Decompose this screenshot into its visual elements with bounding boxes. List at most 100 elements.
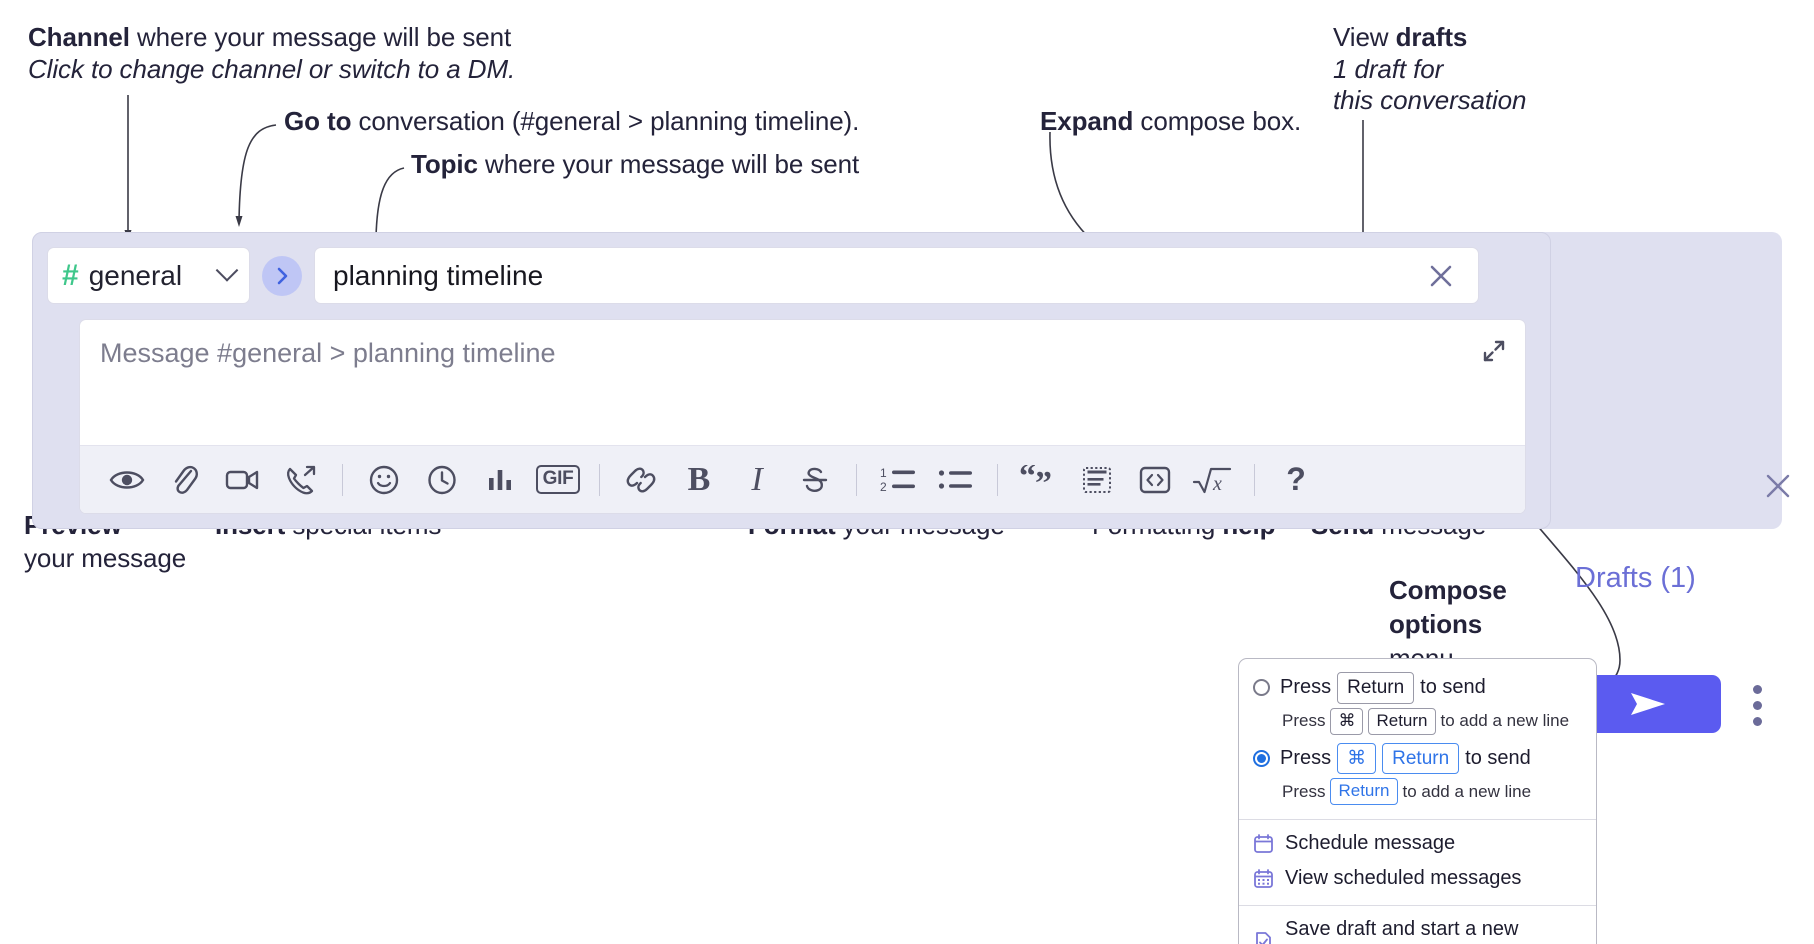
radio-label: Press ⌘ Return to send xyxy=(1280,742,1531,775)
help-icon: ? xyxy=(1286,461,1306,497)
key-return: Return xyxy=(1337,672,1415,704)
close-panel-button[interactable] xyxy=(1760,468,1796,504)
kebab-dot xyxy=(1752,684,1762,694)
hash-icon: # xyxy=(62,258,79,292)
chevron-down-icon xyxy=(215,258,239,282)
topic-input[interactable]: planning timeline xyxy=(314,247,1479,304)
svg-text:2: 2 xyxy=(880,480,887,494)
attachment-icon xyxy=(174,465,198,494)
compose-options-button[interactable] xyxy=(1745,680,1769,730)
code-icon xyxy=(1139,466,1171,493)
video-clip-button[interactable] xyxy=(214,454,272,506)
message-input-box[interactable]: Message #general > planning timeline xyxy=(79,319,1526,514)
annotation-compose-options-1: Compose xyxy=(1389,575,1507,605)
formatting-toolbar: GIF B I xyxy=(80,445,1525,513)
menu-item-label: Schedule message xyxy=(1285,832,1456,855)
blockquote-button[interactable]: “ ” xyxy=(1010,454,1068,506)
subtext-post: to add a new line xyxy=(1402,781,1532,801)
strikethrough-button[interactable] xyxy=(786,454,844,506)
key-return: Return xyxy=(1368,707,1436,735)
gif-icon: GIF xyxy=(535,465,581,494)
expand-arrows-icon xyxy=(1483,340,1505,362)
menu-item-schedule-message[interactable]: Schedule message xyxy=(1239,826,1596,861)
subtext-pre: Press xyxy=(1282,781,1326,801)
menu-item-save-draft[interactable]: Save draft and start a new message xyxy=(1239,912,1596,944)
menu-subtext-2: Press Return to add a new line xyxy=(1239,777,1596,810)
toolbar-divider xyxy=(342,463,343,496)
calendar-schedule-icon xyxy=(1254,834,1273,854)
close-icon xyxy=(1766,474,1790,498)
annotation-topic: Topic where your message will be sent xyxy=(411,149,860,179)
menu-radio-return-to-send[interactable]: Press Return to send xyxy=(1239,669,1596,707)
radio-label: Press Return to send xyxy=(1280,672,1486,704)
toolbar-divider xyxy=(599,463,600,496)
gif-button[interactable]: GIF xyxy=(529,454,587,506)
menu-divider xyxy=(1239,905,1596,907)
preview-button[interactable] xyxy=(98,454,156,506)
bold-icon: B xyxy=(687,460,711,498)
math-button[interactable]: x xyxy=(1184,454,1242,506)
kebab-dot xyxy=(1752,716,1762,726)
link-button[interactable] xyxy=(612,454,670,506)
audio-clip-button[interactable] xyxy=(272,454,330,506)
clock-icon xyxy=(428,465,456,494)
annotation-preview-sub: your message xyxy=(24,543,187,573)
poll-icon xyxy=(489,469,511,490)
channel-name: general xyxy=(88,259,183,291)
annotation-goto: Go to conversation (#general > planning … xyxy=(284,106,860,136)
svg-text:”: ” xyxy=(1035,465,1052,495)
formatting-help-button[interactable]: ? xyxy=(1267,454,1325,506)
bold-button[interactable]: B xyxy=(670,454,728,506)
menu-item-label: Save draft and start a new message xyxy=(1285,918,1519,944)
italic-button[interactable]: I xyxy=(728,454,786,506)
key-return: Return xyxy=(1330,778,1398,806)
emoji-button[interactable] xyxy=(355,454,413,506)
menu-radio-cmd-return-to-send[interactable]: Press ⌘ Return to send xyxy=(1239,740,1596,778)
audio-call-icon xyxy=(286,465,316,494)
bulleted-list-icon xyxy=(938,469,972,489)
drafts-link[interactable]: Drafts (1) xyxy=(1575,562,1696,594)
blockquote-icon: “ ” xyxy=(1019,465,1052,495)
toolbar-divider xyxy=(1254,463,1255,496)
math-icon: x xyxy=(1192,467,1232,495)
video-icon xyxy=(225,470,259,489)
paper-plane-icon xyxy=(1631,693,1665,715)
radio-label-pre: Press xyxy=(1280,746,1332,769)
send-button[interactable] xyxy=(1573,675,1721,733)
poll-button[interactable] xyxy=(471,454,529,506)
code-block-icon xyxy=(1083,466,1111,493)
italic-icon: I xyxy=(751,460,763,498)
bulleted-list-button[interactable] xyxy=(927,454,985,506)
svg-text:“: “ xyxy=(1019,465,1036,495)
chevron-right-icon xyxy=(277,267,288,284)
menu-item-label: View scheduled messages xyxy=(1285,867,1522,890)
compose-options-menu: Press Return to send Press ⌘ Return to a… xyxy=(1238,658,1597,944)
save-draft-icon xyxy=(1256,931,1271,944)
goto-conversation-button[interactable] xyxy=(262,255,302,296)
expand-compose-button[interactable] xyxy=(1477,334,1511,368)
composer-header-row: # general planning timeline xyxy=(47,247,1479,304)
radio-label-post: to send xyxy=(1420,676,1486,699)
reminder-button[interactable] xyxy=(413,454,471,506)
subtext-post: to add a new line xyxy=(1440,711,1570,731)
toolbar-divider xyxy=(997,463,998,496)
ordered-list-icon: 1 2 xyxy=(880,466,915,494)
ordered-list-button[interactable]: 1 2 xyxy=(869,454,927,506)
channel-selector[interactable]: # general xyxy=(47,247,250,304)
clear-topic-button[interactable] xyxy=(1422,257,1460,295)
annotation-drafts-sub1: 1 draft for xyxy=(1333,54,1444,84)
preview-icon xyxy=(109,470,145,489)
radio-label-post: to send xyxy=(1465,746,1531,769)
menu-subtext-1: Press ⌘ Return to add a new line xyxy=(1239,707,1596,740)
strikethrough-icon xyxy=(802,467,828,492)
code-block-button[interactable] xyxy=(1068,454,1126,506)
radio-icon-selected xyxy=(1253,749,1270,767)
topic-value: planning timeline xyxy=(333,259,544,291)
menu-item-view-scheduled-messages[interactable]: View scheduled messages xyxy=(1239,861,1596,896)
attachment-button[interactable] xyxy=(156,454,214,506)
svg-text:x: x xyxy=(1212,473,1222,495)
annotation-expand: Expand compose box. xyxy=(1040,106,1302,136)
emoji-icon xyxy=(369,465,399,494)
message-composer: # general planning timeline xyxy=(32,232,1790,733)
code-button[interactable] xyxy=(1126,454,1184,506)
